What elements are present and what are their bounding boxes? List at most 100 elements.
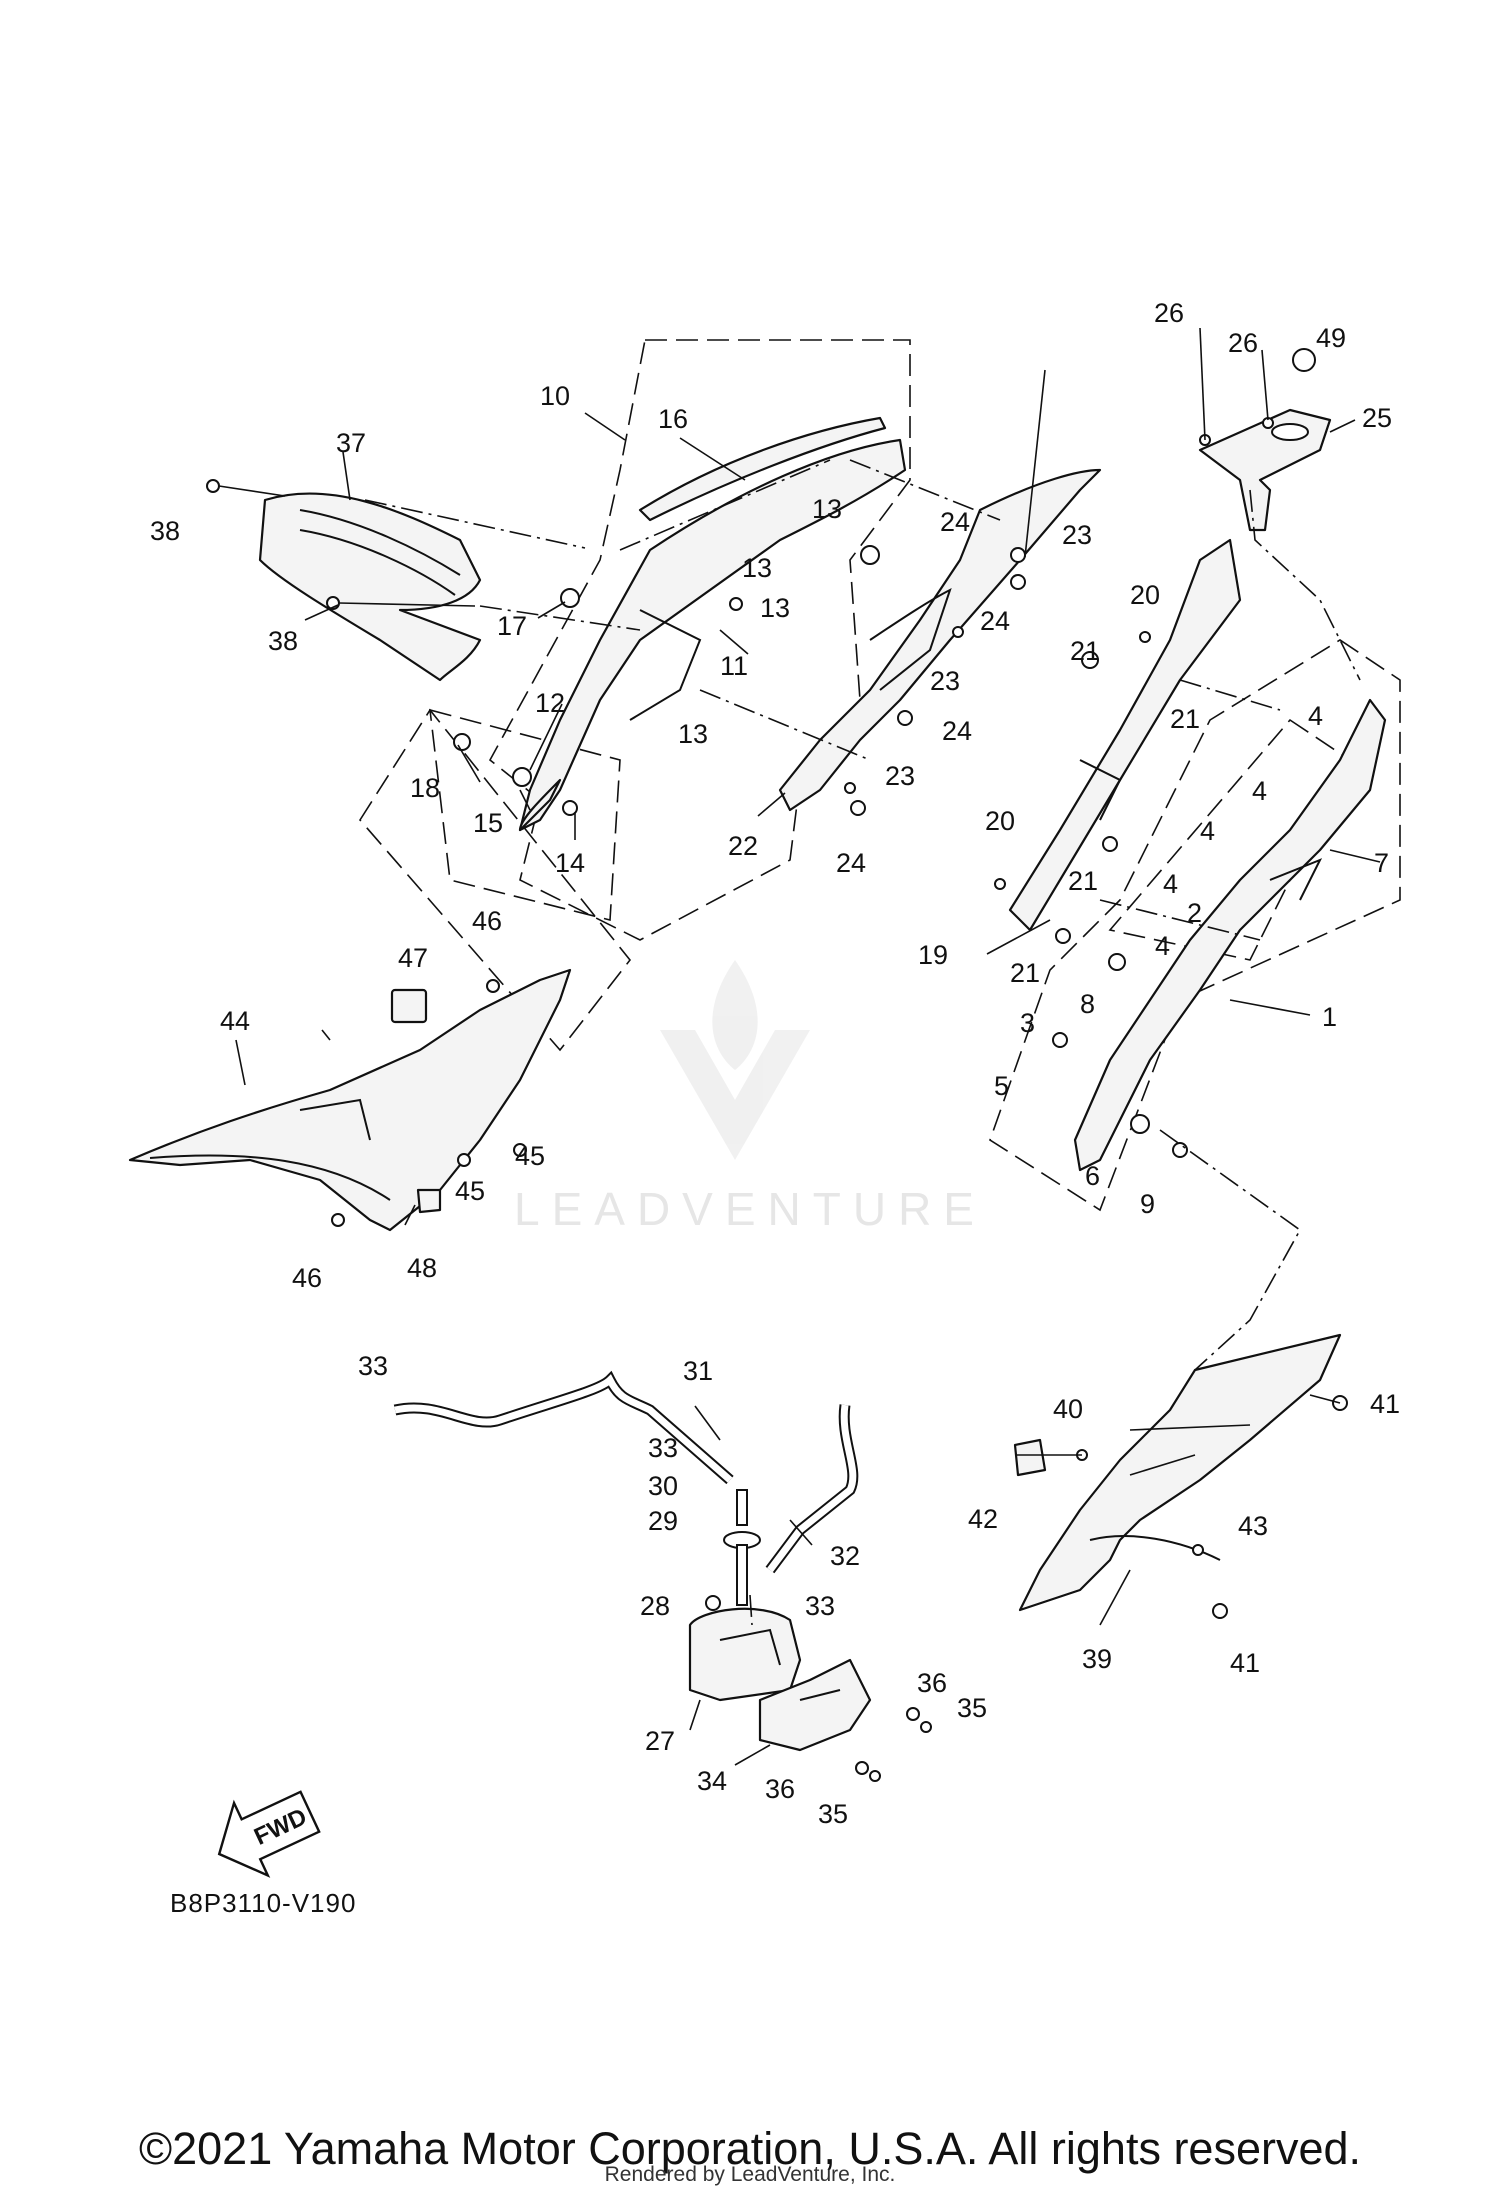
callout-numbers: 1 2 3 4 4 4 4 4 5 6 7 8 9 10 11 12 13 13…: [150, 298, 1400, 1829]
callout-24d: 24: [836, 848, 866, 878]
callout-23c: 23: [885, 761, 915, 791]
callout-30: 30: [648, 1471, 678, 1501]
callout-32: 32: [830, 1541, 860, 1571]
callout-39: 39: [1082, 1644, 1112, 1674]
leader-lines: [235, 327, 1381, 1766]
leadventure-logo-icon: [660, 960, 810, 1160]
callout-41b: 41: [1230, 1648, 1260, 1678]
callout-21d: 21: [1010, 958, 1040, 988]
callout-45b: 45: [455, 1176, 485, 1206]
copyright-notice: ©2021 Yamaha Motor Corporation, U.S.A. A…: [138, 2123, 1362, 2174]
part-37-panel: [258, 492, 482, 682]
callout-46a: 46: [472, 906, 502, 936]
callout-4e: 4: [1155, 931, 1170, 961]
callout-38b: 38: [268, 626, 298, 656]
callout-3: 3: [1020, 1008, 1035, 1038]
callout-49: 49: [1316, 323, 1346, 353]
part-31-hose: [393, 1370, 734, 1485]
callout-40: 40: [1053, 1394, 1083, 1424]
callout-11: 11: [720, 651, 748, 681]
group-10-box: [488, 339, 911, 941]
callout-4c: 4: [1200, 816, 1215, 846]
hardware: [206, 348, 1348, 1782]
callout-7: 7: [1374, 848, 1389, 878]
callout-21b: 21: [1170, 704, 1200, 734]
callout-36b: 36: [765, 1774, 795, 1804]
callout-8: 8: [1080, 989, 1095, 1019]
part-10-side-cover: [518, 438, 907, 832]
callout-13b: 13: [742, 553, 772, 583]
group-right-inner-box: [1108, 718, 1352, 961]
callout-14: 14: [555, 848, 585, 878]
callout-21a: 21: [1070, 636, 1100, 666]
callout-18: 18: [410, 773, 440, 803]
callout-2: 2: [1187, 898, 1202, 928]
callout-17: 17: [497, 611, 527, 641]
callout-23a: 23: [1062, 520, 1092, 550]
part-39-lower-cover: [1018, 1333, 1342, 1612]
callout-20a: 20: [1130, 580, 1160, 610]
callout-25: 25: [1362, 403, 1392, 433]
callout-27: 27: [645, 1726, 675, 1756]
callout-6: 6: [1085, 1161, 1100, 1191]
part-19-frame: [1008, 538, 1242, 932]
part-27-reservoir: [688, 1607, 802, 1702]
callout-29: 29: [648, 1506, 678, 1536]
callout-37: 37: [336, 428, 366, 458]
part-7-side-cover: [1073, 698, 1387, 1172]
fwd-arrow-icon: FWD: [217, 1790, 321, 1878]
callout-33c: 33: [805, 1591, 835, 1621]
callout-13c: 13: [760, 593, 790, 623]
callout-24b: 24: [980, 606, 1010, 636]
group-1-box: [989, 639, 1401, 1212]
callout-33b: 33: [648, 1433, 678, 1463]
callout-22: 22: [728, 831, 758, 861]
callout-46b: 46: [292, 1263, 322, 1293]
callout-33a: 33: [358, 1351, 388, 1381]
callout-35a: 35: [957, 1693, 987, 1723]
callout-45a: 45: [515, 1141, 545, 1171]
callout-4d: 4: [1163, 869, 1178, 899]
callout-24c: 24: [942, 716, 972, 746]
callout-41a: 41: [1370, 1389, 1400, 1419]
callout-35b: 35: [818, 1799, 848, 1829]
callout-26a: 26: [1154, 298, 1184, 328]
callout-24a: 24: [940, 507, 970, 537]
callout-38a: 38: [150, 516, 180, 546]
callout-16: 16: [658, 404, 688, 434]
part-16-trim-strip: [638, 416, 887, 522]
part-25-bracket: [1198, 408, 1332, 532]
callout-28: 28: [640, 1591, 670, 1621]
watermark-text: LEADVENTURE: [514, 1183, 986, 1235]
callout-36a: 36: [917, 1668, 947, 1698]
callout-34: 34: [697, 1766, 727, 1796]
part-31-hose-core: [394, 1374, 733, 1483]
callout-1: 1: [1322, 1002, 1337, 1032]
callout-20b: 20: [985, 806, 1015, 836]
part-48-clip: [416, 1188, 442, 1214]
callout-23b: 23: [930, 666, 960, 696]
callout-19: 19: [918, 940, 948, 970]
callout-48: 48: [407, 1253, 437, 1283]
callout-12: 12: [535, 688, 565, 718]
callout-4b: 4: [1252, 776, 1267, 806]
callout-4a: 4: [1308, 701, 1323, 731]
part-42-block: [1013, 1438, 1047, 1477]
callout-26b: 26: [1228, 328, 1258, 358]
callout-42: 42: [968, 1504, 998, 1534]
part-29-grommet: [723, 1489, 761, 1606]
callout-21c: 21: [1068, 866, 1098, 896]
callout-13d: 13: [678, 719, 708, 749]
callout-13a: 13: [812, 494, 842, 524]
rendered-by-notice: Rendered by LeadVenture, Inc.: [604, 2163, 896, 2186]
diagram-code: B8P3110-V190: [170, 1888, 357, 1918]
callout-10: 10: [540, 381, 570, 411]
group-lower-left-box: [359, 708, 632, 1052]
callout-44: 44: [220, 1006, 250, 1036]
part-47-pad: [390, 988, 428, 1024]
callout-47: 47: [398, 943, 428, 973]
part-32-hose-core: [767, 1404, 857, 1573]
part-34-bracket: [758, 1658, 872, 1752]
callout-15: 15: [473, 808, 503, 838]
